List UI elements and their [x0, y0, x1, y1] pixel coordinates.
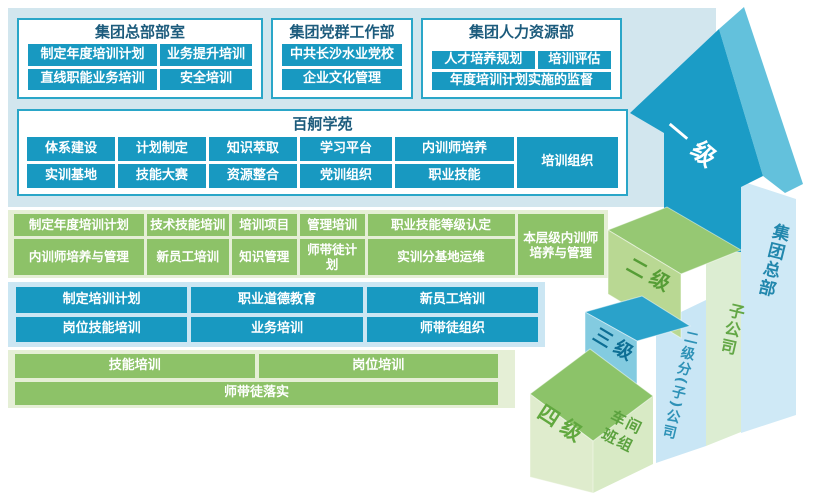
column-label-subsidiary: 子公司: [715, 300, 747, 358]
level2-cell: 管理培训: [299, 214, 365, 236]
academy-cell-tall: 培训组织: [516, 137, 618, 188]
dept-cell: 中共长沙水业党校: [282, 44, 402, 66]
dept-cell: 企业文化管理: [282, 68, 402, 90]
level3-cell: 新员工培训: [366, 287, 538, 313]
column-label-group-hq: 集团总部: [752, 221, 791, 300]
dept-cell: 培训评估: [537, 50, 611, 69]
level3-cell: 职业道德教育: [191, 287, 363, 313]
level2-cell: 技术技能培训: [146, 214, 229, 236]
dept-cell: 制定年度培训计划: [28, 44, 157, 66]
academy-cell: 学习平台: [299, 137, 393, 161]
academy-title: 百舸学苑: [292, 115, 353, 133]
dept-cell: 直线职能业务培训: [28, 68, 157, 90]
level2-cell: 职业技能等级认定: [367, 214, 515, 236]
dept-box-title: 集团总部部室: [94, 23, 185, 41]
level2-label: 二级: [622, 252, 680, 299]
academy-cell: 职业技能: [395, 164, 514, 188]
academy-grid: 体系建设 计划制定 知识萃取 学习平台 内训师培养 培训组织 实训基地 技能大赛…: [19, 137, 626, 194]
academy-cell: 党训组织: [299, 164, 393, 188]
academy-box: 百舸学苑 体系建设 计划制定 知识萃取 学习平台 内训师培养 培训组织 实训基地…: [17, 109, 628, 196]
academy-cell: 实训基地: [27, 164, 115, 188]
level4-label: 四级: [533, 400, 592, 450]
level3-cell: 师带徒组织: [366, 316, 538, 342]
level3-grid: 制定培训计划 职业道德教育 新员工培训 岗位技能培训 业务培训 师带徒组织: [16, 287, 538, 342]
academy-cell: 技能大赛: [117, 164, 206, 188]
academy-cell: 知识萃取: [208, 137, 297, 161]
dept-cell: 安全培训: [159, 68, 252, 90]
dept-box-grid: 中共长沙水业党校 企业文化管理: [273, 44, 411, 97]
dept-cell: 年度培训计划实施的监督: [432, 71, 611, 90]
level2-cell: 内训师培养与管理: [14, 238, 144, 275]
level2-cell: 新员工培训: [146, 238, 229, 275]
level3-cell: 业务培训: [191, 316, 363, 342]
dept-box-grid: 集团人力资源部 人才培养规划 培训评估 年度培训计划实施的监督: [423, 20, 620, 97]
dept-box-grid: 制定年度培训计划 业务提升培训 直线职能业务培训 安全培训: [19, 44, 261, 97]
column-label-second-level-subsidiary: 二级分(子)公司: [659, 328, 701, 442]
dept-box-title: 集团人力资源部: [468, 23, 574, 41]
level2-cell: 知识管理: [231, 238, 297, 275]
level2-cell: 师带徒计划: [299, 238, 365, 275]
level4-cell: 师带徒落实: [15, 381, 498, 405]
level2-cell: 制定年度培训计划: [14, 214, 144, 236]
dept-box-title: 集团党群工作部: [289, 23, 395, 41]
level2-cell: 培训项目: [231, 214, 297, 236]
academy-cell: 体系建设: [27, 137, 115, 161]
dept-box-human-resources: 集团人力资源部 人才培养规划 培训评估 年度培训计划实施的监督: [421, 18, 622, 99]
academy-cell: 资源整合: [208, 164, 297, 188]
level4-grid: 技能培训 岗位培训 师带徒落实: [15, 354, 498, 405]
level3-label: 三级: [588, 323, 642, 368]
column-label-workshop-team: 车间班组: [598, 407, 646, 456]
dept-box-party-affairs: 集团党群工作部 中共长沙水业党校 企业文化管理: [271, 18, 413, 99]
dept-cell: 业务提升培训: [159, 44, 252, 66]
level3-cell: 岗位技能培训: [16, 316, 188, 342]
dept-box-group-hq-offices: 集团总部部室 制定年度培训计划 业务提升培训 直线职能业务培训 安全培训: [17, 18, 263, 99]
academy-cell: 内训师培养: [395, 137, 514, 161]
dept-cell: 人才培养规划: [432, 50, 535, 69]
level4-cell: 技能培训: [15, 354, 255, 378]
level2-cell-tall: 本层级内训师培养与管理: [517, 214, 604, 275]
level3-cell: 制定培训计划: [16, 287, 188, 313]
level2-cell: 实训分基地运维: [367, 238, 515, 275]
level2-grid: 制定年度培训计划 技术技能培训 培训项目 管理培训 职业技能等级认定 本层级内训…: [14, 214, 604, 275]
level4-cell: 岗位培训: [258, 354, 498, 378]
academy-cell: 计划制定: [117, 137, 206, 161]
